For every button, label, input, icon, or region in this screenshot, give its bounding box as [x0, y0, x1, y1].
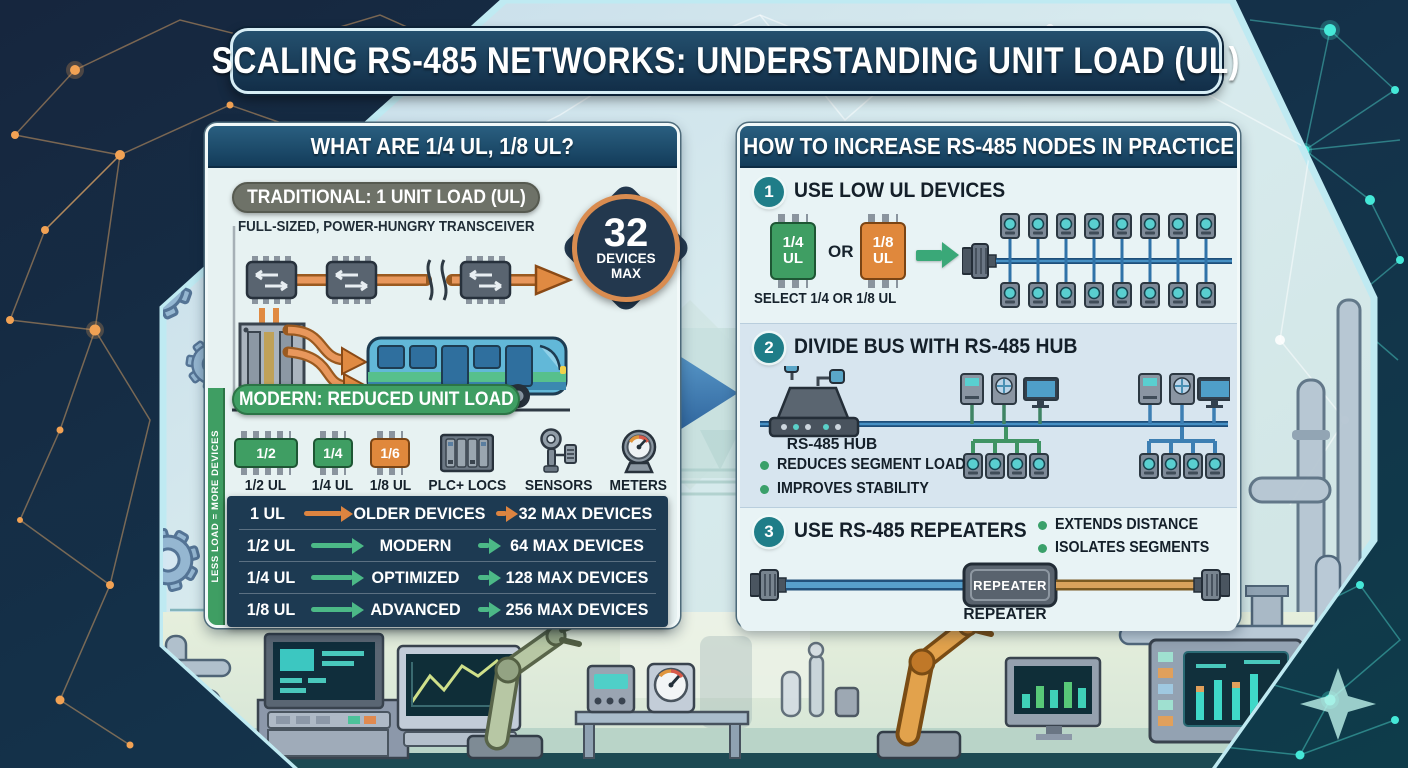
bullet-item: ISOLATES SEGMENTS — [1038, 539, 1223, 557]
table-row: 1/4 UL OPTIMIZED 128 MAX DEVICES — [239, 561, 656, 593]
right-panel-header: HOW TO INCREASE RS-485 NODES IN PRACTICE — [740, 126, 1237, 168]
chip-quarter-ul: 1/4 1/4 UL — [310, 418, 355, 494]
right-panel-card: HOW TO INCREASE RS-485 NODES IN PRACTICE… — [737, 123, 1240, 631]
repeater-diagram — [750, 562, 1230, 608]
hub-label: RS-485 HUB — [786, 436, 878, 453]
bullet-dot-icon — [1038, 543, 1047, 553]
bullet-dot-icon — [760, 484, 769, 494]
meter-icon — [621, 429, 656, 474]
plc-stack-icon — [440, 433, 495, 473]
quarter-ul-chip-icon: 1/4 — [312, 431, 353, 475]
network-dots-left — [6, 27, 423, 749]
step2-section: 2 DIVIDE BUS WITH RS-485 HUB — [740, 323, 1237, 508]
sensor-icon — [539, 428, 577, 473]
arrow-icon — [496, 505, 518, 522]
segment-branch-blue — [1139, 427, 1225, 479]
step2-number-badge: 2 — [754, 333, 784, 363]
eighth-ul-chip-icon: 1/6 — [370, 431, 411, 475]
page-title: SCALING RS-485 NETWORKS: UNDERSTANDING U… — [211, 40, 1241, 81]
sensors-column: SENSORS — [522, 418, 595, 494]
less-load-strip: LESS LOAD = MORE DEVICES — [208, 388, 225, 625]
segment-branch-green — [963, 427, 1049, 479]
chip-half-ul: 1/2 1/2 UL — [234, 418, 298, 494]
bullet-dot-icon — [760, 460, 769, 470]
bullet-item: REDUCES SEGMENT LOAD — [760, 456, 982, 474]
chip-eighth-ul: 1/6 1/8 UL — [368, 418, 413, 494]
arrow-icon — [478, 569, 501, 586]
green-arrow-icon — [916, 242, 959, 268]
right-panel-title: HOW TO INCREASE RS-485 NODES IN PRACTICE — [743, 132, 1234, 159]
step2-title: DIVIDE BUS WITH RS-485 HUB — [794, 335, 1078, 358]
meters-column: METERS — [607, 418, 670, 494]
table-row: 1/8 UL ADVANCED 256 MAX DEVICES — [239, 593, 656, 625]
sparkle-icon — [1300, 668, 1376, 740]
unit-load-table: 1 UL OLDER DEVICES 32 MAX DEVICES 1/2 UL… — [227, 496, 668, 627]
arrow-icon — [311, 569, 364, 586]
instrument-icons — [1138, 373, 1230, 424]
robot-arm-orange-icon — [876, 610, 994, 760]
bullet-dot-icon — [1038, 520, 1047, 530]
left-panel-title: WHAT ARE 1/4 UL, 1/8 UL? — [310, 132, 575, 159]
pipes-right — [1248, 298, 1362, 632]
traditional-subtitle: FULL-SIZED, POWER-HUNGRY TRANSCEIVER — [238, 219, 535, 235]
step1-caption: SELECT 1/4 OR 1/8 UL — [754, 291, 897, 307]
traditional-pill: TRADITIONAL: 1 UNIT LOAD (UL) — [232, 182, 540, 213]
arrow-icon — [311, 537, 364, 554]
robot-arm-icon — [466, 621, 582, 760]
left-panel-card: WHAT ARE 1/4 UL, 1/8 UL? TRADITIONAL: 1 … — [205, 123, 693, 628]
arrow-icon — [311, 601, 364, 618]
repeater-caption: REPEATER — [963, 606, 1047, 623]
arrow-icon — [304, 505, 354, 522]
table-row: 1/2 UL MODERN 64 MAX DEVICES — [239, 529, 656, 561]
badge-number: 32 — [603, 211, 649, 256]
step3-title: USE RS-485 REPEATERS — [794, 519, 1027, 542]
bullet-item: EXTENDS DISTANCE — [1038, 516, 1211, 534]
max-devices-badge: 32 DEVICES MAX — [559, 181, 693, 315]
step3-section: 3 USE RS-485 REPEATERS EXTENDS DISTANCE … — [740, 508, 1237, 631]
step1-number-badge: 1 — [754, 177, 784, 207]
badge-ring: 32 DEVICES MAX — [572, 194, 680, 302]
repeater-box-label: REPEATER — [973, 577, 1047, 593]
bars-monitor — [1004, 656, 1102, 740]
instrument-icons — [960, 373, 1059, 424]
hub-bus-diagram — [760, 366, 1230, 479]
lab-vessels — [780, 641, 860, 718]
instrument-bench — [574, 662, 750, 759]
modern-icons-row: 1/2 1/2 UL 1/4 1/4 UL 1/6 1/8 UL — [234, 418, 670, 494]
bullet-item: IMPROVES STABILITY — [760, 480, 942, 498]
worker-silhouette — [700, 636, 752, 728]
table-row: 1 UL OLDER DEVICES 32 MAX DEVICES — [250, 503, 653, 523]
arrow-icon — [478, 601, 501, 618]
modern-pill: MODERN: REDUCED UNIT LOAD — [232, 384, 520, 415]
plc-column: PLC+ LOCS — [425, 418, 510, 494]
or-label: OR — [828, 242, 854, 261]
low-ul-bus-diagram — [962, 213, 1232, 308]
step1-title: USE LOW UL DEVICES — [794, 179, 1006, 202]
title-banner: SCALING RS-485 NETWORKS: UNDERSTANDING U… — [212, 28, 1240, 94]
left-panel-header: WHAT ARE 1/4 UL, 1/8 UL? — [208, 126, 677, 168]
floor-edge — [163, 753, 1374, 768]
step3-number-badge: 3 — [754, 517, 784, 547]
half-ul-chip-icon: 1/2 — [234, 431, 298, 475]
rs485-hub-icon — [768, 366, 860, 438]
arrow-icon — [478, 537, 501, 554]
